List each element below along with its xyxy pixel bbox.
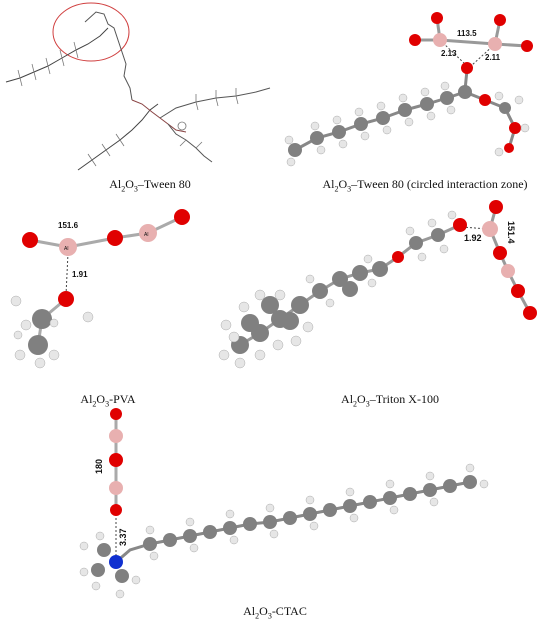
wire-chain-left [5,27,109,83]
ctac-diagram: 180 3.37 [79,408,489,599]
wire-chain-top [84,11,133,101]
label-d1-tween: 2.13 [441,49,457,58]
label-angle-pva: 151.6 [58,221,79,230]
wire-hydrogen-ticks [17,41,239,167]
label-al-2: Al [144,232,148,238]
label-d1-triton: 1.92 [464,233,482,243]
panel-triton: 1.92 151.4 Al2O3–Triton X-100 [200,195,550,410]
caption-tween-zoom: Al2O3–Tween 80 (circled interaction zone… [322,177,528,194]
caption-tween-wireframe: Al2O3–Tween 80 [109,177,191,194]
panel-pva: 151.6 1.91 Al Al Al2O3-PVA [0,195,200,410]
triton-atoms [218,200,537,369]
tween-zoom-atoms [284,12,533,167]
panel-tween-wireframe: Al2O3–Tween 80 [0,0,275,195]
pva-atoms [10,209,190,369]
label-al-1: Al [64,246,68,252]
wire-chain-right [159,87,271,119]
panel-ctac: 180 3.37 Al2O3-CTAC [0,408,550,624]
label-d1-pva: 1.91 [72,270,88,279]
label-angle-ctac: 180 [94,459,104,474]
pva-diagram: 151.6 1.91 Al Al [10,209,190,369]
caption-pva: Al2O3-PVA [80,392,136,409]
interaction-zone-circle [52,2,130,62]
label-angle-tween: 113.5 [457,29,477,38]
label-angle-triton: 151.4 [506,221,516,244]
wire-chain-lower-left [77,103,159,171]
ctac-atoms [79,408,489,599]
panel-tween-zoom: 113.5 2.13 2.11 Al2O3–Tween 80 (circled … [275,0,550,195]
label-d1-ctac: 3.37 [118,528,128,546]
wire-chain-lower-right [167,123,213,163]
caption-triton: Al2O3–Triton X-100 [341,392,439,409]
triton-diagram: 1.92 151.4 [218,200,537,369]
tween-zoom-diagram: 113.5 2.13 2.11 [284,12,533,167]
tween-wireframe-diagram [5,2,271,171]
pva-interaction-dash [65,252,69,296]
label-d2-tween: 2.11 [485,53,501,62]
caption-ctac: Al2O3-CTAC [243,604,307,621]
